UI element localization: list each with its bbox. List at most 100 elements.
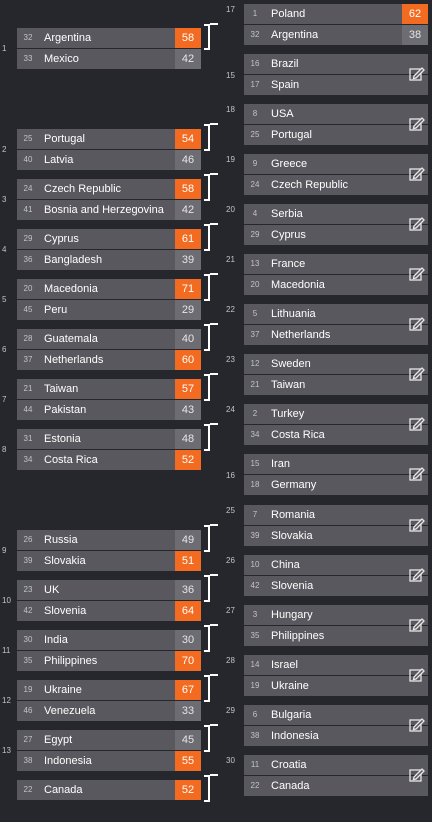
team-seed: 29	[23, 234, 33, 243]
team-seed: 8	[252, 109, 258, 118]
edit-icon[interactable]	[404, 214, 428, 234]
team-name: Ukraine	[44, 684, 82, 696]
match-number: 30	[226, 756, 235, 765]
team-seed: 21	[250, 380, 260, 389]
edit-icon[interactable]	[404, 565, 428, 585]
edit-icon[interactable]	[404, 464, 428, 484]
match-number: 2	[2, 145, 7, 154]
team-score: 60	[175, 350, 201, 370]
edit-icon[interactable]	[404, 264, 428, 284]
team-score: 57	[175, 379, 201, 399]
edit-icon[interactable]	[404, 615, 428, 635]
edit-icon[interactable]	[404, 64, 428, 84]
team-score: 33	[175, 701, 201, 721]
edit-icon[interactable]	[404, 715, 428, 735]
edit-icon[interactable]	[404, 164, 428, 184]
edit-icon[interactable]	[404, 314, 428, 334]
edit-icon[interactable]	[404, 515, 428, 535]
match-number: 8	[2, 445, 7, 454]
team-seed: 35	[23, 656, 33, 665]
match-number: 5	[2, 295, 7, 304]
team-seed: 18	[250, 480, 260, 489]
team-name: Cyprus	[44, 233, 79, 245]
bracket-connector-stub	[210, 774, 218, 776]
team-name: Lithuania	[271, 308, 316, 320]
edit-icon[interactable]	[404, 364, 428, 384]
team-name: Costa Rica	[44, 454, 98, 466]
edit-icon[interactable]	[404, 765, 428, 785]
team-score: 67	[175, 680, 201, 700]
edit-icon[interactable]	[404, 114, 428, 134]
team-seed: 39	[23, 556, 33, 565]
team-name: Poland	[271, 8, 306, 20]
edit-icon[interactable]	[404, 414, 428, 434]
edit-icon[interactable]	[404, 665, 428, 685]
team-name: Hungary	[271, 609, 313, 621]
match-number: 17	[226, 5, 235, 14]
team-score: 42	[175, 49, 201, 69]
